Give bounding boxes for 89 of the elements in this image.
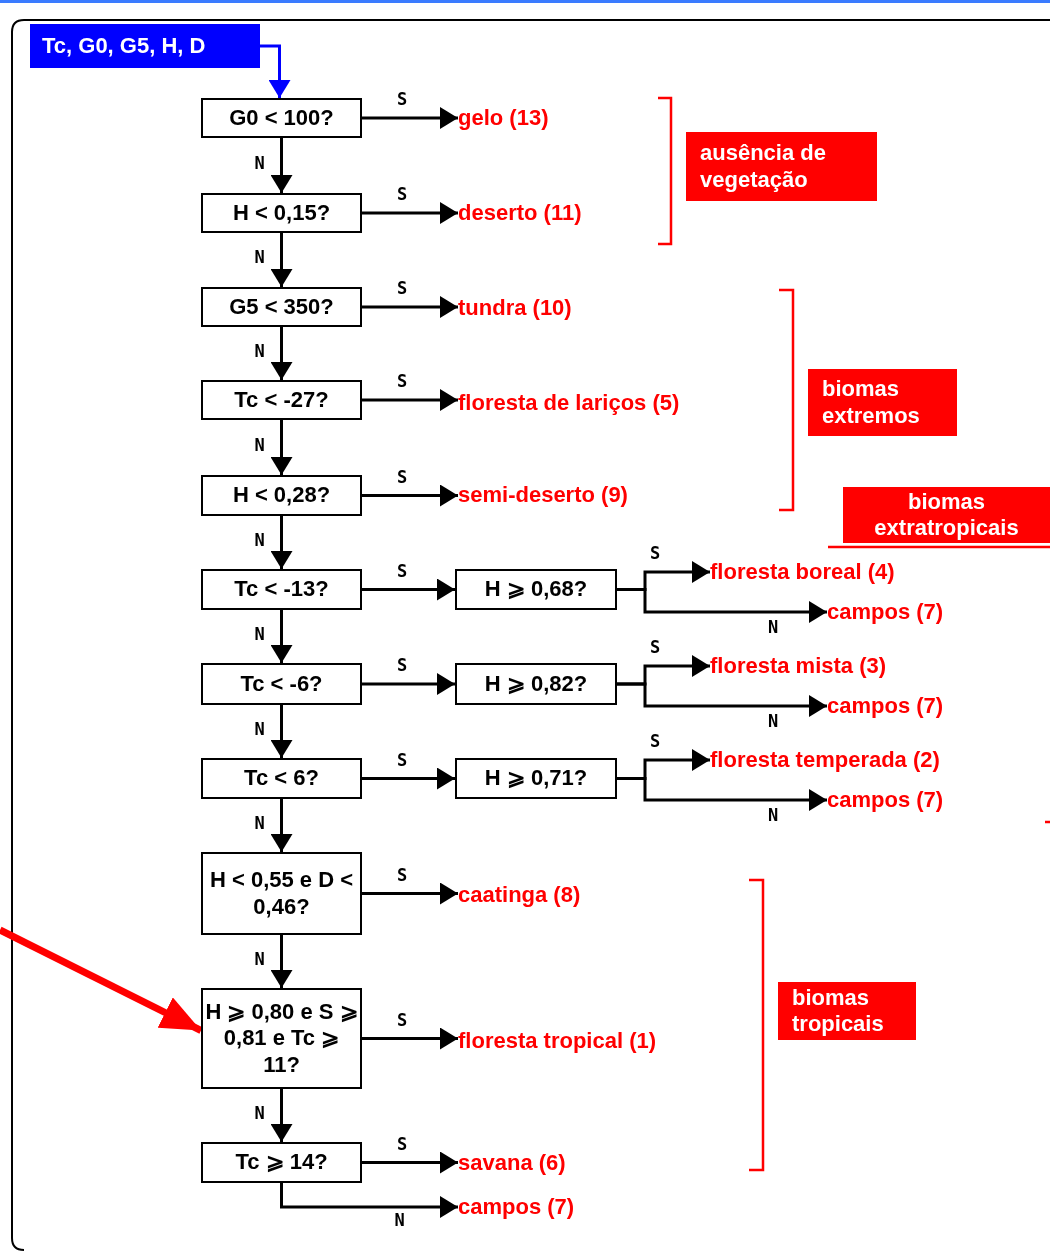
arrow xyxy=(270,138,293,193)
biome-label: campos (7) xyxy=(827,785,944,815)
arrow xyxy=(270,705,293,758)
edge-label: S xyxy=(649,732,662,750)
edge-label: N xyxy=(253,624,266,643)
edge-label: N xyxy=(253,435,266,454)
edge-label: N xyxy=(393,1211,406,1229)
edge-label: S xyxy=(396,279,409,297)
group-label-box: ausência de vegetação xyxy=(686,132,877,201)
decision-box: H < 0,28? xyxy=(201,475,362,516)
decision-box: G0 < 100? xyxy=(201,98,362,138)
biome-label: campos (7) xyxy=(827,691,944,721)
decision-box: Tc < -27? xyxy=(201,380,362,420)
arrow xyxy=(617,588,827,623)
edge-label: S xyxy=(396,1134,409,1153)
arrow xyxy=(362,389,458,411)
edge-label: S xyxy=(396,467,409,486)
decision-box: H < 0,15? xyxy=(201,193,362,233)
biome-label: savana (6) xyxy=(458,1148,566,1178)
arrow xyxy=(270,935,293,988)
arrow xyxy=(270,1089,293,1142)
biome-label: deserto (11) xyxy=(458,198,582,228)
edge-label: S xyxy=(649,544,662,562)
biome-label: floresta tropical (1) xyxy=(458,1026,657,1056)
arrow xyxy=(270,420,293,475)
decision-box: H ⩾ 0,80 e S ⩾ 0,81 e Tc ⩾ 11? xyxy=(201,988,362,1089)
edge-label: S xyxy=(396,656,409,674)
arrow xyxy=(0,926,203,1034)
edge-label: S xyxy=(396,372,409,390)
biome-label: floresta temperada (2) xyxy=(710,745,940,775)
edge-label: N xyxy=(253,719,266,738)
arrow xyxy=(270,233,293,287)
decision-box: H ⩾ 0,68? xyxy=(455,569,617,610)
edge-label: N xyxy=(253,949,266,968)
edge-label: N xyxy=(767,806,780,824)
arrow xyxy=(270,327,293,380)
edge-label: N xyxy=(253,1103,266,1122)
edge-label: S xyxy=(396,865,409,884)
edge-label: N xyxy=(253,341,266,360)
biome-label: tundra (10) xyxy=(458,293,572,323)
edge-label: S xyxy=(649,638,662,656)
arrow xyxy=(280,1183,458,1218)
edge-label: N xyxy=(253,813,266,832)
decision-box: H < 0,55 e D < 0,46? xyxy=(201,852,362,935)
arrow xyxy=(260,44,291,98)
biome-label: semi-deserto (9) xyxy=(458,480,628,510)
arrow xyxy=(617,682,827,717)
biome-label: caatinga (8) xyxy=(458,880,581,910)
edge-label: N xyxy=(253,530,266,549)
arrow xyxy=(362,1151,458,1174)
decision-box: H ⩾ 0,71? xyxy=(455,758,617,799)
arrow xyxy=(362,296,458,318)
biome-label: floresta de lariços (5) xyxy=(458,388,680,418)
decision-box: G5 < 350? xyxy=(201,287,362,327)
decision-box: Tc < -13? xyxy=(201,569,362,610)
group-label-box: biomas tropicais xyxy=(778,982,916,1040)
arrow xyxy=(362,578,455,601)
input-box: Tc, G0, G5, H, D xyxy=(30,24,260,68)
edge-label: N xyxy=(253,248,266,266)
arrow xyxy=(362,673,455,695)
decision-box: Tc ⩾ 14? xyxy=(201,1142,362,1183)
arrow xyxy=(270,516,293,569)
edge-label: N xyxy=(767,712,780,730)
arrow xyxy=(362,882,458,905)
biome-label: campos (7) xyxy=(458,1192,575,1222)
biome-label: gelo (13) xyxy=(458,103,549,133)
arrow xyxy=(270,610,293,663)
edge-label: S xyxy=(396,185,409,203)
arrow xyxy=(362,484,458,507)
arrow xyxy=(362,107,458,129)
decision-box: Tc < 6? xyxy=(201,758,362,799)
decision-box: H ⩾ 0,82? xyxy=(455,663,617,705)
edge-label: S xyxy=(396,750,409,769)
group-label-box: biomas extremos xyxy=(808,369,957,436)
edge-label: N xyxy=(767,618,780,636)
decision-box: Tc < -6? xyxy=(201,663,362,705)
edge-label: S xyxy=(396,561,409,580)
arrow xyxy=(362,1027,458,1050)
arrow xyxy=(362,202,458,224)
edge-label: S xyxy=(396,1010,409,1029)
biome-label: floresta mista (3) xyxy=(710,651,887,681)
arrow xyxy=(617,777,827,811)
edge-label: S xyxy=(396,90,409,108)
group-label-box: biomas extratropicais xyxy=(843,487,1050,543)
arrow xyxy=(362,767,455,790)
edge-label: N xyxy=(253,153,266,172)
biome-label: floresta boreal (4) xyxy=(710,557,895,587)
arrow xyxy=(270,799,293,852)
biome-label: campos (7) xyxy=(827,597,944,627)
